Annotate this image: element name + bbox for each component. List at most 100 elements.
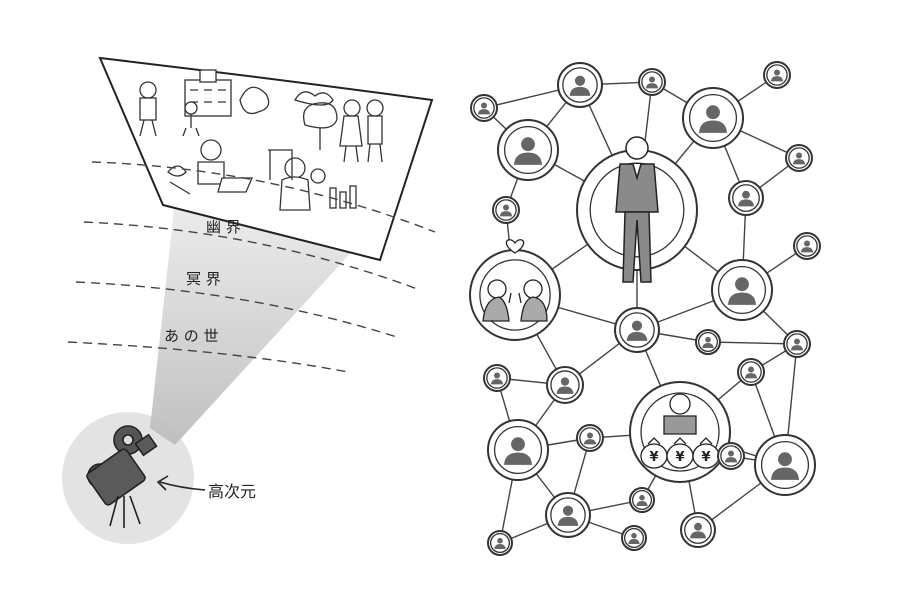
person-node xyxy=(785,144,813,172)
person-silhouette-icon xyxy=(480,102,488,109)
person-body-icon xyxy=(727,292,757,305)
money-bag-tie xyxy=(647,437,661,445)
person-body-icon xyxy=(645,83,659,89)
node-inner-ring xyxy=(717,265,767,315)
money-man-head xyxy=(669,393,691,415)
person-node xyxy=(470,94,498,122)
person-node xyxy=(638,68,666,96)
node-inner-ring xyxy=(493,425,543,475)
person-silhouette-icon xyxy=(562,505,574,516)
person-node xyxy=(754,434,816,496)
realm-label-anoyo: あ の 世 xyxy=(164,327,219,345)
node-inner-ring xyxy=(550,497,586,533)
person-body-icon xyxy=(744,373,758,379)
person-silhouette-icon xyxy=(639,494,645,501)
person-silhouette-icon xyxy=(511,437,525,452)
money-man-body xyxy=(663,415,697,435)
person-silhouette-icon xyxy=(803,240,811,247)
person-body-icon xyxy=(626,331,648,341)
node-inner-ring xyxy=(796,235,818,257)
person-silhouette-icon xyxy=(648,76,656,83)
person-silhouette-icon xyxy=(493,372,501,379)
right-panel: ¥¥¥ xyxy=(469,61,821,556)
person-node xyxy=(483,364,511,392)
person-node xyxy=(793,232,821,260)
businessman-head xyxy=(625,136,649,160)
node-inner-ring xyxy=(786,333,808,355)
person-node xyxy=(557,62,603,108)
person-body-icon xyxy=(792,159,806,165)
money-bag-icon: ¥ xyxy=(666,437,694,469)
person-body-icon xyxy=(556,386,574,394)
network-edge xyxy=(707,341,798,345)
person-silhouette-icon xyxy=(560,377,570,386)
person-node xyxy=(487,419,549,481)
woman-body xyxy=(520,296,548,322)
person-silhouette-icon xyxy=(694,522,702,531)
node-inner-ring xyxy=(473,97,495,119)
node-inner-ring xyxy=(740,361,762,383)
person-node xyxy=(711,259,773,321)
person-body-icon xyxy=(738,199,754,207)
person-silhouette-icon xyxy=(705,336,711,343)
person-body-icon xyxy=(702,342,714,348)
person-node xyxy=(728,180,764,216)
node-inner-ring xyxy=(550,370,580,400)
person-body-icon xyxy=(494,543,506,549)
node-outer-ring xyxy=(469,249,561,341)
person-body-icon xyxy=(800,247,814,253)
wine-glasses xyxy=(508,292,522,304)
person-silhouette-icon xyxy=(631,320,643,331)
realm-boundary-4 xyxy=(67,341,349,373)
money-node: ¥¥¥ xyxy=(629,381,731,483)
person-body-icon xyxy=(628,538,640,544)
yen-symbol: ¥ xyxy=(701,450,710,465)
heart-icon xyxy=(505,239,525,254)
screen-scene-sketch xyxy=(139,69,384,211)
person-silhouette-icon xyxy=(574,75,586,86)
realm-label-yukai: 幽 界 xyxy=(206,218,241,236)
realm-boundary-2 xyxy=(83,221,421,291)
person-body-icon xyxy=(477,109,491,115)
person-node xyxy=(737,358,765,386)
person-silhouette-icon xyxy=(793,338,801,345)
person-body-icon xyxy=(503,452,533,465)
businessman-icon xyxy=(615,136,659,283)
node-inner-ring xyxy=(760,440,810,490)
man-body xyxy=(482,296,510,322)
node-inner-ring xyxy=(684,516,712,544)
node-inner-ring xyxy=(619,312,655,348)
yen-symbol: ¥ xyxy=(675,450,684,465)
person-node xyxy=(545,492,591,538)
node-inner-ring xyxy=(623,527,645,549)
person-silhouette-icon xyxy=(706,105,720,120)
person-node xyxy=(680,512,716,548)
person-silhouette-icon xyxy=(631,532,637,539)
person-node xyxy=(682,87,744,149)
node-inner-ring xyxy=(479,259,551,331)
person-node xyxy=(576,424,604,452)
person-silhouette-icon xyxy=(795,152,803,159)
node-inner-ring xyxy=(562,67,598,103)
person-body-icon xyxy=(698,120,728,133)
businessman-shirt xyxy=(632,163,642,181)
person-node xyxy=(621,525,647,551)
node-inner-ring xyxy=(641,71,663,93)
person-silhouette-icon xyxy=(747,366,755,373)
money-bag-tie xyxy=(699,437,713,445)
projection-beam xyxy=(150,200,390,445)
person-silhouette-icon xyxy=(727,450,735,457)
person-body-icon xyxy=(770,467,800,480)
person-node xyxy=(497,119,559,181)
woman-head xyxy=(523,279,543,299)
node-inner-ring xyxy=(788,147,810,169)
person-silhouette-icon xyxy=(497,537,503,544)
projector-icon xyxy=(86,425,158,528)
money-bag-tie xyxy=(673,437,687,445)
person-body-icon xyxy=(636,500,648,506)
arrow-left-icon xyxy=(156,475,206,491)
node-inner-ring xyxy=(486,367,508,389)
person-body-icon xyxy=(569,86,591,96)
